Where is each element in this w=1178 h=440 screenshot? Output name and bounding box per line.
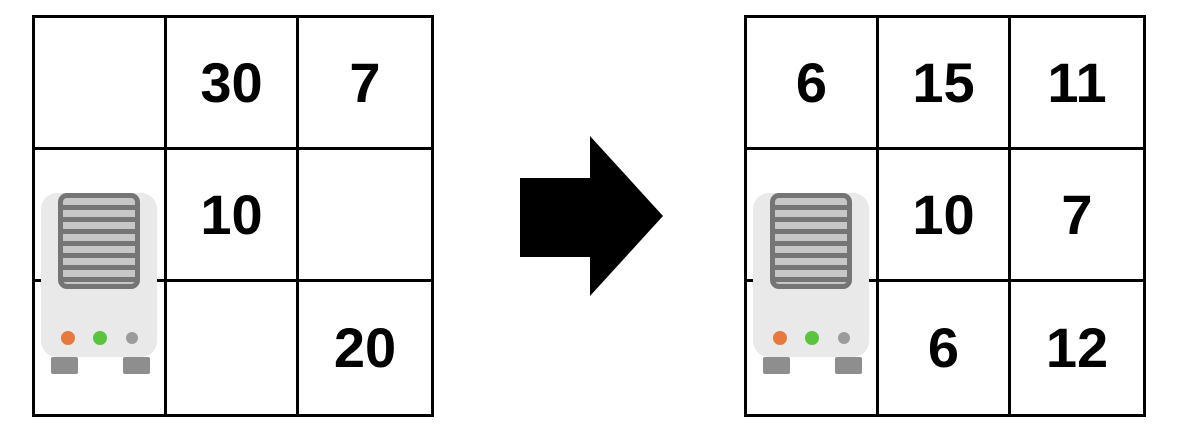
grid-cell: 7 <box>299 18 431 150</box>
led-orange-icon <box>61 331 75 345</box>
server-foot <box>123 357 150 374</box>
grid-cell: 12 <box>1045 316 1109 379</box>
server-icon <box>753 193 869 375</box>
led-green-icon <box>805 331 819 345</box>
server-icon <box>41 193 157 375</box>
led-gray-icon <box>126 332 138 344</box>
grid-cell: 20 <box>333 316 397 379</box>
grid-cell: 30 <box>167 18 299 150</box>
server-vent-icon <box>770 193 852 289</box>
grid-cell: 7 <box>1011 150 1143 282</box>
grid-cell: 10 <box>879 150 1011 282</box>
server-foot <box>835 357 862 374</box>
before-grid: 30 7 10 20 <box>32 15 434 417</box>
led-green-icon <box>93 331 107 345</box>
grid-cell: 11 <box>1011 18 1143 150</box>
server-vent-icon <box>58 193 140 289</box>
grid-cell <box>299 150 431 282</box>
grid-cell: 6 <box>879 282 1011 414</box>
after-grid: 6 15 11 10 7 6 12 <box>744 15 1146 417</box>
grid-cell <box>747 282 879 414</box>
grid-cell: 10 <box>167 150 299 282</box>
right-arrow-icon <box>520 136 663 296</box>
server-foot <box>51 357 78 374</box>
server-foot <box>763 357 790 374</box>
grid-cell: 6 <box>747 18 879 150</box>
led-orange-icon <box>773 331 787 345</box>
grid-cell <box>167 282 299 414</box>
led-gray-icon <box>838 332 850 344</box>
grid-cell <box>35 282 167 414</box>
grid-cell <box>35 18 167 150</box>
grid-cell: 15 <box>879 18 1011 150</box>
